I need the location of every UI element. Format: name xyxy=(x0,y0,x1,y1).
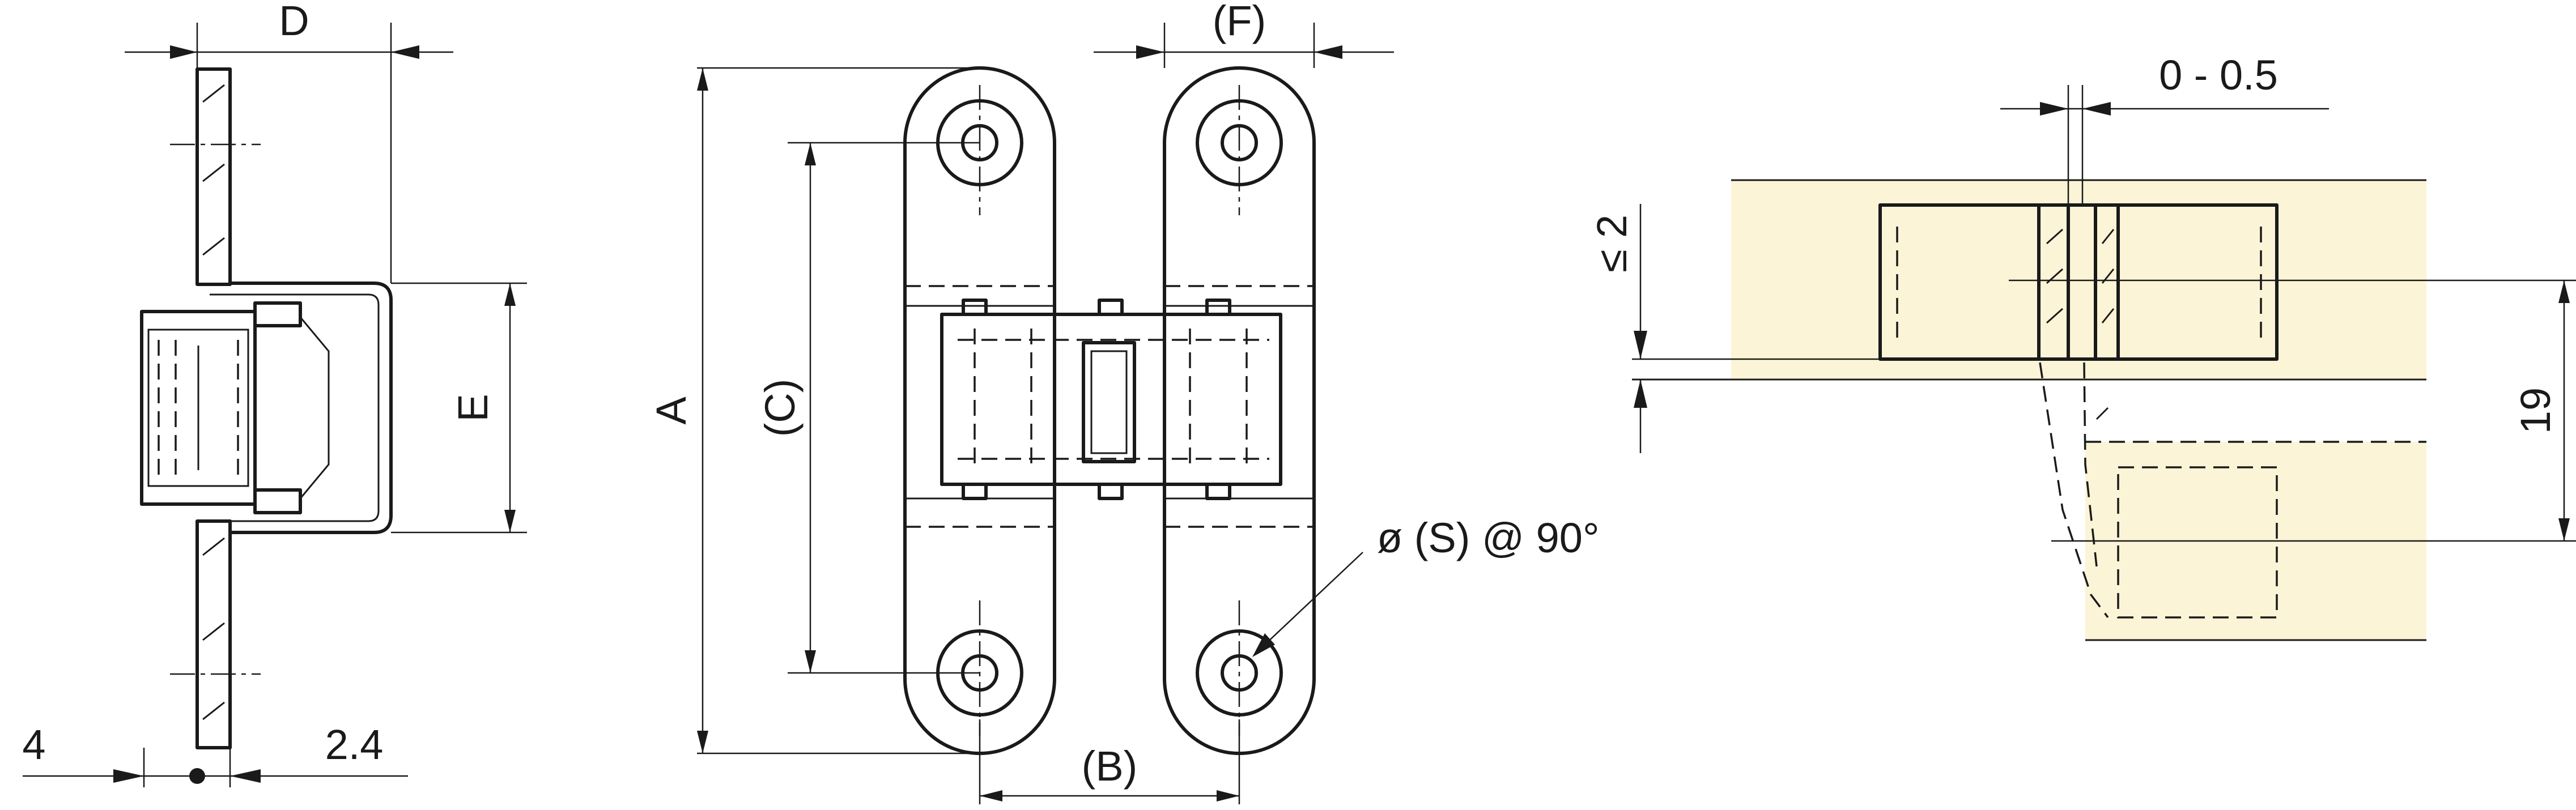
install-swung-leaf xyxy=(2117,466,2278,619)
dim-label-a: A xyxy=(648,397,695,425)
hinge-stub-6 xyxy=(1205,483,1231,500)
side-top-flange xyxy=(195,67,232,286)
front-view: A (C) (F) (B) ø (S) @ 90° xyxy=(648,0,1600,804)
side-pin-bottom xyxy=(253,488,302,514)
dim-label-b: (B) xyxy=(1082,743,1138,790)
hinge-stub-4 xyxy=(1098,483,1124,500)
side-link-taper xyxy=(299,317,330,499)
installation-view: 0 - 0.5 ≤ 2 19 xyxy=(1588,52,2576,641)
dim-origin-dot xyxy=(189,768,205,784)
install-hatch xyxy=(2046,228,2115,324)
dim-label-19: 19 xyxy=(2512,387,2559,434)
side-body-outer xyxy=(228,270,393,534)
side-housing xyxy=(140,310,257,506)
side-pin-top xyxy=(253,301,302,327)
install-hinge-body xyxy=(1878,203,2279,361)
side-bottom-flange xyxy=(195,519,232,749)
side-view: D E 4 2.4 xyxy=(22,0,527,787)
dim-label-c: (C) xyxy=(756,379,804,437)
hinge-stub-2 xyxy=(962,483,988,500)
hinge-center-pin xyxy=(1082,341,1136,463)
side-flange-hatch xyxy=(202,84,225,721)
install-swing-path-1 xyxy=(2039,362,2109,619)
install-swing-path-2 xyxy=(2083,362,2098,567)
hinge-stub-3 xyxy=(1098,299,1124,316)
side-body-inner xyxy=(210,293,380,522)
dim-label-le2: ≤ 2 xyxy=(1588,215,1635,272)
dim-label-f: (F) xyxy=(1213,0,1266,44)
dim-label-d: D xyxy=(279,0,309,44)
dim-label-gap: 0 - 0.5 xyxy=(2159,52,2278,99)
side-housing-inner xyxy=(147,329,249,487)
dim-label-s: ø (S) @ 90° xyxy=(1377,514,1600,561)
dim-label-4: 4 xyxy=(22,721,45,768)
dim-label-2-4: 2.4 xyxy=(325,721,384,768)
dim-label-e: E xyxy=(449,394,496,421)
hinge-center-pin-inner xyxy=(1090,350,1128,454)
hinge-stub-5 xyxy=(1205,299,1231,316)
hinge-stub-1 xyxy=(962,299,988,316)
